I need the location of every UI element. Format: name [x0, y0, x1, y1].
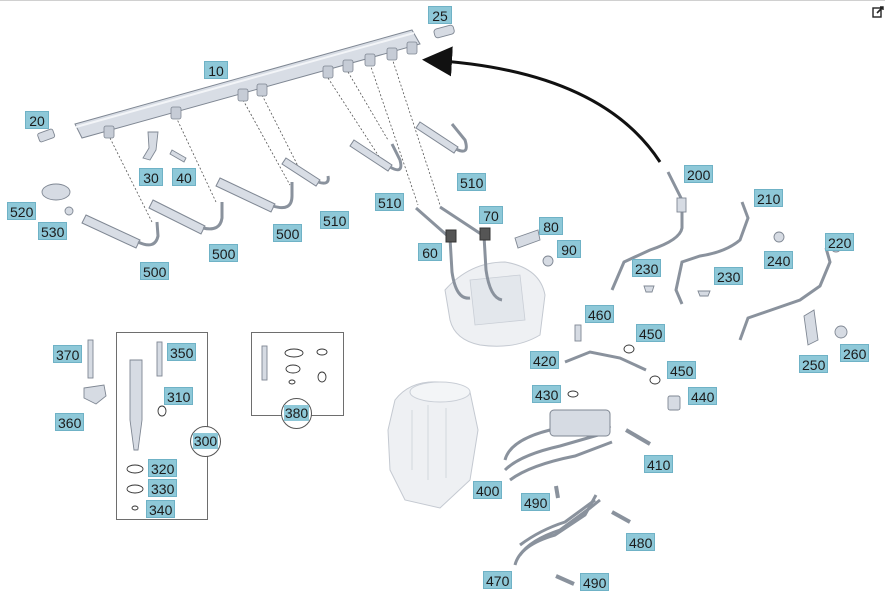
callout-380[interactable]: 380 — [281, 398, 312, 429]
callout-360[interactable]: 360 — [55, 413, 85, 431]
top-divider — [0, 0, 885, 1]
part-90 — [542, 255, 554, 267]
part-230b — [697, 290, 711, 297]
ring-310 — [157, 405, 167, 417]
part-530 — [64, 206, 74, 216]
callout-400[interactable]: 400 — [473, 481, 503, 499]
callout-330[interactable]: 330 — [148, 479, 178, 497]
callout-70[interactable]: 70 — [479, 206, 503, 224]
callout-490-b[interactable]: 490 — [580, 573, 610, 591]
part-200-fitting — [676, 197, 687, 213]
callout-520[interactable]: 520 — [7, 202, 37, 220]
callout-450-b[interactable]: 450 — [667, 361, 697, 379]
callout-500-b[interactable]: 500 — [209, 244, 239, 262]
callout-470[interactable]: 470 — [483, 571, 513, 589]
callout-460[interactable]: 460 — [585, 305, 615, 323]
callout-220[interactable]: 220 — [825, 233, 855, 251]
part-450b — [649, 375, 661, 385]
callout-370[interactable]: 370 — [53, 345, 83, 363]
engine-module — [387, 381, 479, 509]
fuel-rail — [74, 29, 421, 139]
part-250 — [803, 309, 819, 346]
callout-40[interactable]: 40 — [172, 168, 196, 186]
callout-350[interactable]: 350 — [167, 343, 197, 361]
bolt-480 — [611, 510, 631, 524]
edit-external-icon[interactable] — [872, 6, 884, 18]
bolt-490b — [555, 574, 575, 586]
callout-410[interactable]: 410 — [644, 455, 674, 473]
flow-arrow — [422, 46, 662, 163]
high-pressure-pump — [415, 205, 546, 347]
callout-420[interactable]: 420 — [530, 351, 560, 369]
callout-60[interactable]: 60 — [418, 243, 442, 261]
callout-30[interactable]: 30 — [139, 168, 163, 186]
callout-530[interactable]: 530 — [38, 222, 68, 240]
manifold-470 — [513, 494, 601, 566]
callout-200[interactable]: 200 — [684, 165, 714, 183]
callout-20[interactable]: 20 — [25, 111, 49, 129]
injector-300 — [129, 359, 143, 451]
injector-pipes — [81, 121, 468, 249]
callout-300-label: 300 — [192, 433, 219, 449]
ring-380e — [317, 371, 327, 383]
pipe-420 — [564, 350, 647, 372]
callout-300[interactable]: 300 — [190, 426, 221, 457]
callout-250[interactable]: 250 — [799, 355, 829, 373]
bolt-410 — [624, 428, 652, 446]
callout-230-a[interactable]: 230 — [632, 259, 662, 277]
ring-380b — [285, 364, 301, 374]
callout-510-b[interactable]: 510 — [375, 193, 405, 211]
part-30 — [142, 131, 159, 161]
callout-430[interactable]: 430 — [532, 385, 562, 403]
supply-pipes — [610, 171, 832, 341]
callout-450-a[interactable]: 450 — [636, 324, 666, 342]
callout-10[interactable]: 10 — [204, 61, 228, 79]
callout-490-a[interactable]: 490 — [521, 493, 551, 511]
callout-380-label: 380 — [283, 405, 310, 421]
ring-330 — [126, 484, 144, 494]
part-25 — [433, 24, 455, 39]
part-260 — [834, 325, 848, 339]
ring-380c — [288, 379, 296, 385]
callout-25[interactable]: 25 — [428, 6, 452, 24]
callout-230-b[interactable]: 230 — [714, 267, 744, 285]
ring-380d — [316, 348, 328, 356]
callout-510-a[interactable]: 510 — [320, 211, 350, 229]
leader-lines — [109, 57, 441, 223]
callout-90[interactable]: 90 — [557, 240, 581, 258]
bolt-380 — [261, 345, 268, 381]
part-240 — [773, 231, 785, 243]
callout-480[interactable]: 480 — [626, 533, 656, 551]
callout-80[interactable]: 80 — [539, 217, 563, 235]
part-430 — [567, 390, 579, 398]
callout-510-c[interactable]: 510 — [457, 173, 487, 191]
callout-260[interactable]: 260 — [840, 344, 870, 362]
part-40 — [169, 149, 187, 163]
part-450a — [623, 344, 635, 354]
ring-380a — [284, 348, 304, 358]
callout-340[interactable]: 340 — [146, 500, 176, 518]
clamp-360 — [83, 384, 107, 405]
part-460 — [574, 324, 582, 342]
part-230a — [643, 285, 655, 293]
ring-340 — [131, 505, 139, 511]
bolt-350 — [156, 341, 163, 377]
valve-block-400 — [549, 409, 611, 437]
callout-210[interactable]: 210 — [754, 189, 784, 207]
part-20 — [37, 128, 56, 143]
callout-440[interactable]: 440 — [688, 387, 718, 405]
callout-310[interactable]: 310 — [164, 387, 194, 405]
bolt-490a — [554, 485, 560, 499]
part-440 — [667, 395, 681, 411]
callout-500-a[interactable]: 500 — [140, 262, 170, 280]
callout-320[interactable]: 320 — [148, 459, 178, 477]
bolt-370 — [87, 339, 94, 379]
callout-240[interactable]: 240 — [764, 251, 794, 269]
part-80 — [514, 229, 541, 249]
ring-320 — [126, 464, 144, 474]
part-520 — [41, 183, 71, 201]
callout-500-c[interactable]: 500 — [273, 224, 303, 242]
